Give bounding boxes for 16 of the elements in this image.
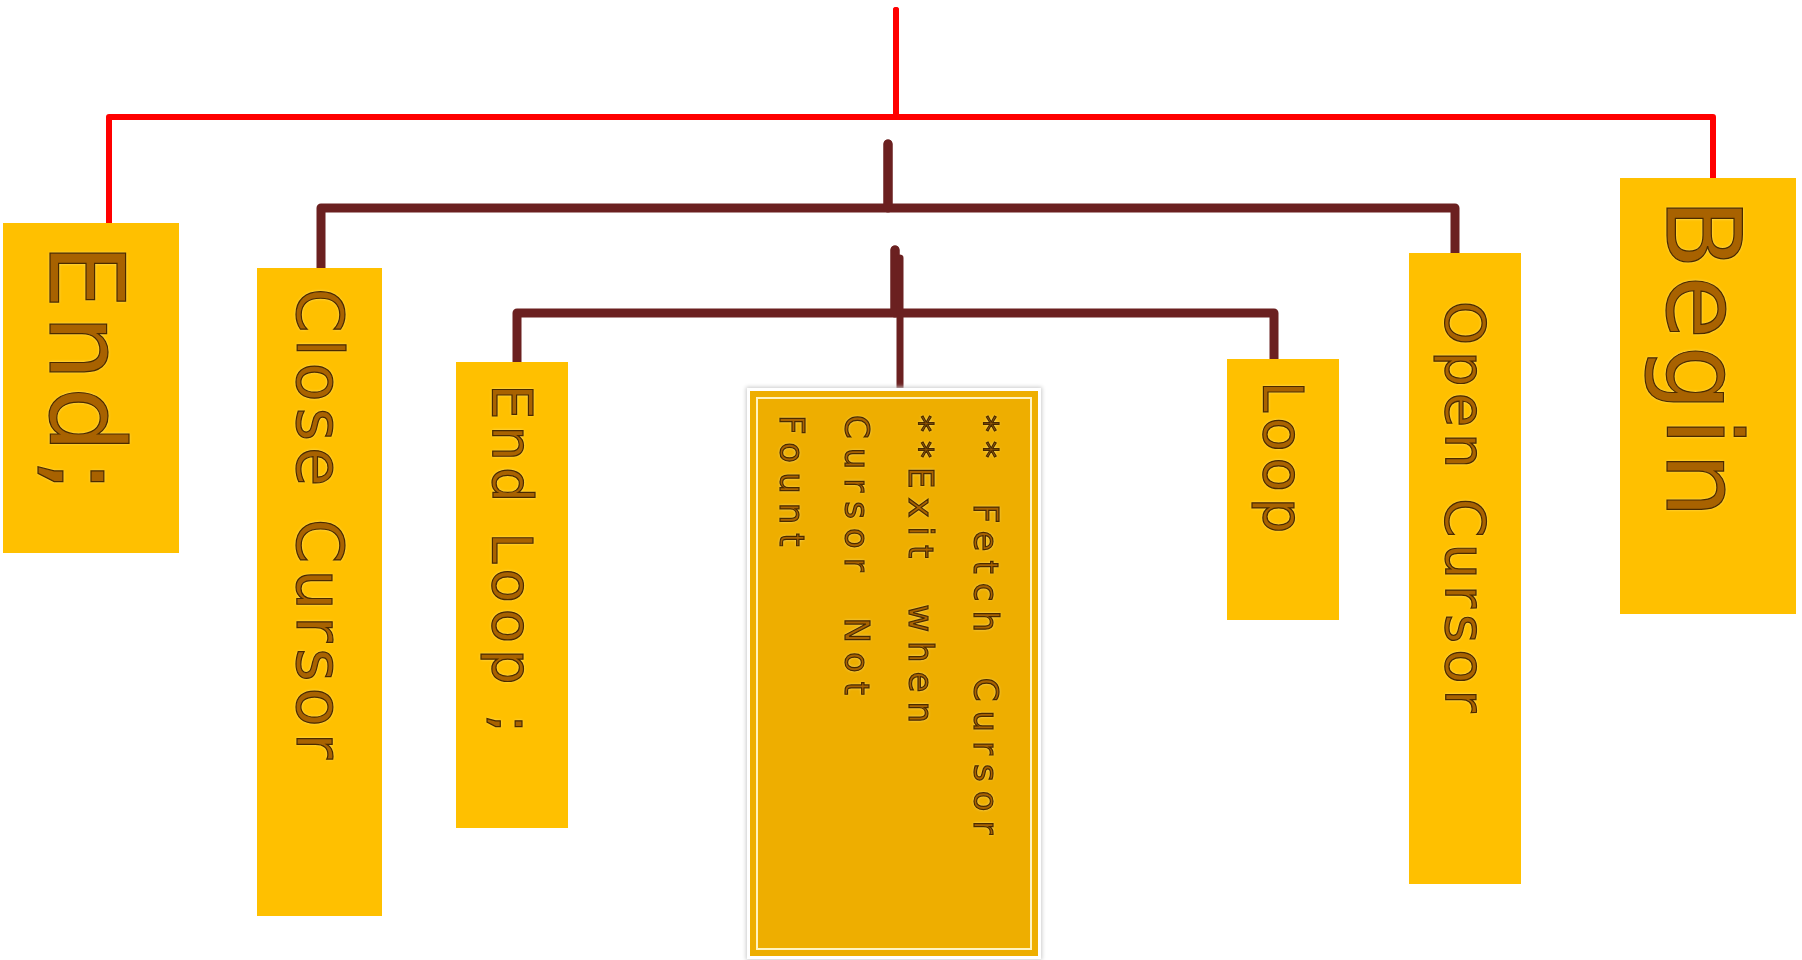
label-card — [1409, 253, 1521, 884]
card-text: Loop — [1251, 381, 1316, 540]
card-text: Close Cursor — [281, 288, 355, 766]
card-text: End Loop ; — [480, 384, 545, 740]
card-text: **Exit when Cursor Not Fount — [771, 415, 943, 734]
card-text: End; — [25, 243, 145, 500]
label-card — [1227, 359, 1339, 620]
card-text: ** Fetch Cursor — [965, 415, 1007, 846]
connector-line — [893, 7, 1716, 181]
label-card — [750, 391, 1038, 956]
label-card — [257, 268, 382, 916]
card-text: Open Cursor — [1433, 301, 1498, 719]
label-card — [456, 362, 568, 828]
card-text: Begin — [1642, 198, 1762, 525]
label-card — [1620, 178, 1796, 614]
label-card — [3, 223, 179, 553]
